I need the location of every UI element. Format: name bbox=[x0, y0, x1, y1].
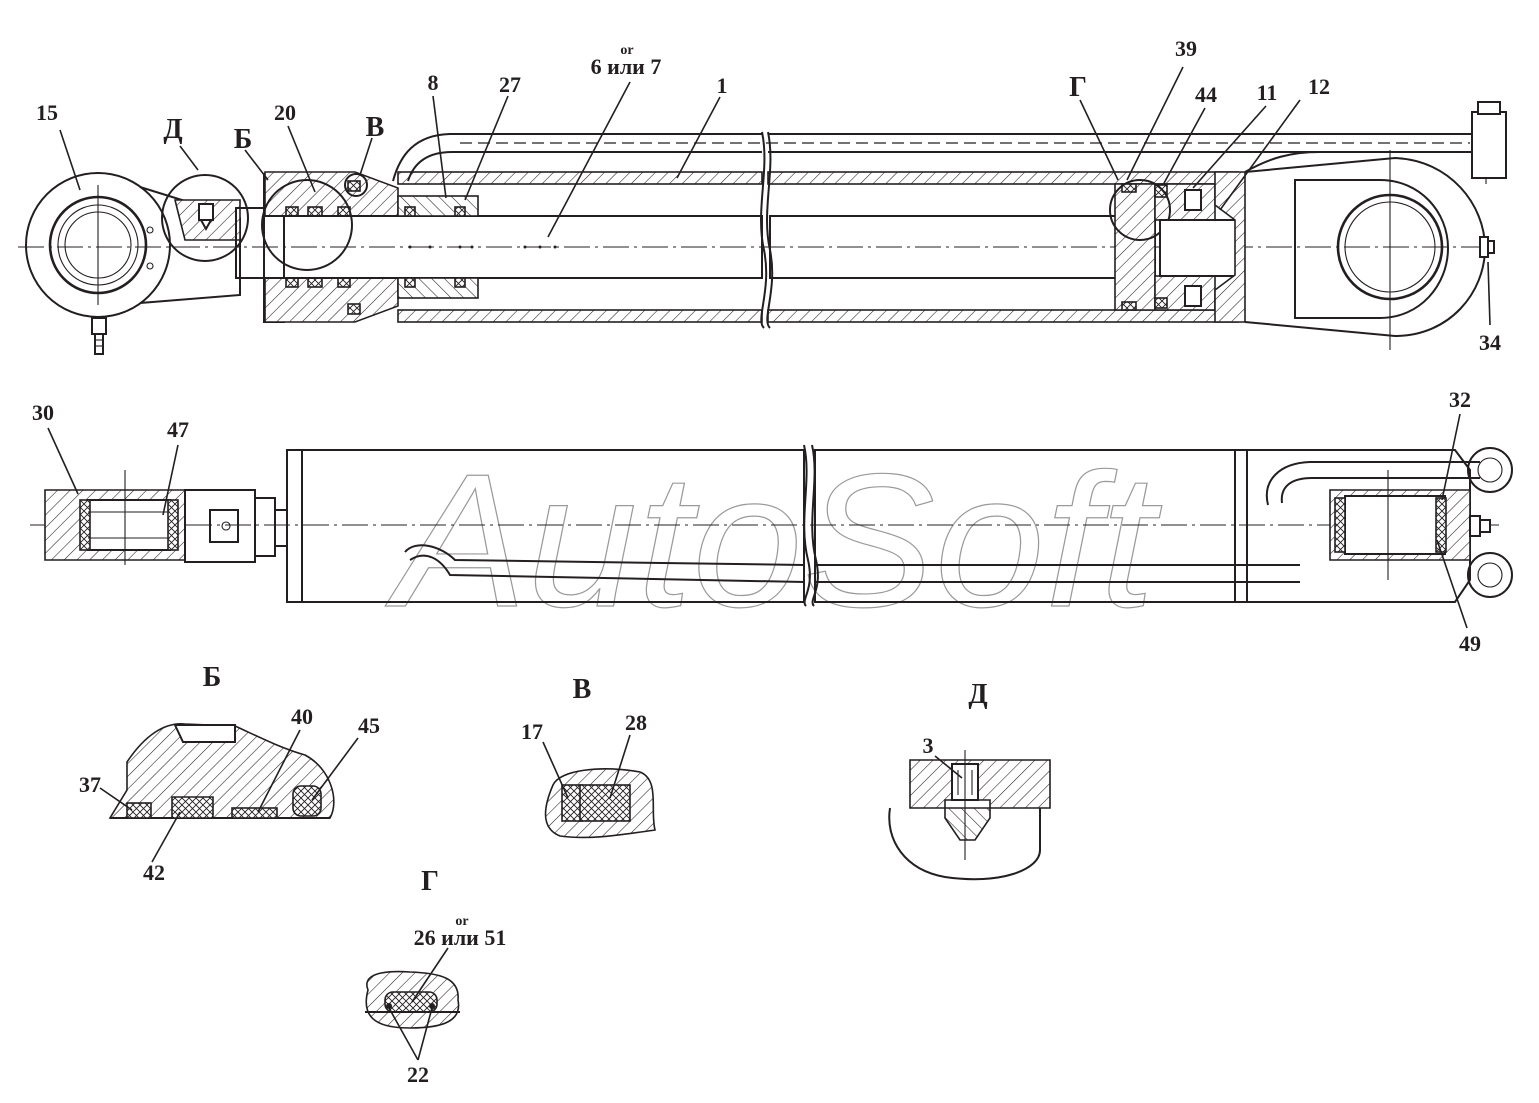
gland-upper bbox=[264, 171, 399, 217]
piston-rod bbox=[263, 215, 763, 279]
callout-22: 22 bbox=[407, 1062, 429, 1087]
piston bbox=[1114, 183, 1156, 311]
callout-28: 28 bbox=[625, 710, 647, 735]
watermark-text: AutoSoft bbox=[385, 435, 1163, 647]
callout-26-51: 26 или 51 bbox=[414, 925, 507, 950]
callout-26-51-note: or bbox=[455, 914, 468, 929]
callout-11: 11 bbox=[1257, 80, 1278, 105]
callout-42: 42 bbox=[143, 860, 165, 885]
callout-17: 17 bbox=[521, 719, 543, 744]
callout-44: 44 bbox=[1195, 82, 1217, 107]
fitting-lower bbox=[1467, 552, 1513, 598]
callout-37: 37 bbox=[79, 772, 101, 797]
callout-15: 15 bbox=[36, 100, 58, 125]
rod-eye-bearing bbox=[87, 499, 171, 551]
callout-39: 39 bbox=[1175, 36, 1197, 61]
detail-b-circle bbox=[261, 179, 353, 271]
callout-20: 20 bbox=[274, 100, 296, 125]
callout-6-7-note: or bbox=[620, 43, 633, 58]
fitting-upper bbox=[1467, 447, 1513, 493]
detail-v-circle bbox=[344, 173, 368, 197]
callout-labels: 15 Д Б 20 В 8 27 or 6 или 7 1 Г 39 44 11… bbox=[32, 36, 1501, 1087]
callout-32: 32 bbox=[1449, 387, 1471, 412]
detail-b bbox=[108, 723, 335, 819]
callout-3: 3 bbox=[923, 733, 934, 758]
callout-d-view: Д bbox=[163, 114, 182, 145]
gland-lower bbox=[264, 277, 399, 323]
callout-12: 12 bbox=[1308, 74, 1330, 99]
gland-seals bbox=[285, 180, 361, 315]
callout-34: 34 bbox=[1479, 330, 1501, 355]
callout-v-view: В bbox=[366, 112, 385, 143]
callout-45: 45 bbox=[358, 713, 380, 738]
callout-1: 1 bbox=[717, 73, 728, 98]
callout-8: 8 bbox=[428, 70, 439, 95]
seal-44 bbox=[1154, 184, 1168, 198]
leader-lines bbox=[47, 66, 1491, 1061]
rod-end-eye bbox=[25, 172, 241, 355]
top-view bbox=[30, 444, 1513, 607]
detail-v-title: В bbox=[573, 674, 592, 705]
detail-d bbox=[888, 750, 1051, 881]
callout-40: 40 bbox=[291, 704, 313, 729]
detail-g bbox=[365, 970, 460, 1029]
callout-49: 49 bbox=[1459, 631, 1481, 656]
callout-g-view: Г bbox=[1069, 72, 1087, 103]
rod-marks bbox=[408, 245, 557, 249]
callout-27: 27 bbox=[499, 72, 521, 97]
detail-b-title: Б bbox=[203, 662, 222, 693]
callout-6-7: 6 или 7 bbox=[591, 54, 662, 79]
callout-30: 30 bbox=[32, 400, 54, 425]
main-section-view bbox=[18, 101, 1507, 355]
detail-v bbox=[544, 768, 656, 839]
external-pipe bbox=[392, 101, 1507, 184]
detail-d-circle bbox=[161, 174, 249, 262]
tube-wall-bottom-left bbox=[397, 309, 763, 323]
tube-wall-bottom-right bbox=[767, 309, 1239, 323]
callout-47: 47 bbox=[167, 417, 189, 442]
bottom-cap bbox=[1214, 171, 1246, 323]
detail-g-circle bbox=[1109, 179, 1171, 241]
detail-d-title: Д bbox=[968, 679, 987, 710]
clevis-eye bbox=[1244, 150, 1495, 350]
callout-b-view: Б bbox=[234, 124, 253, 155]
detail-g-title: Г bbox=[421, 866, 439, 897]
